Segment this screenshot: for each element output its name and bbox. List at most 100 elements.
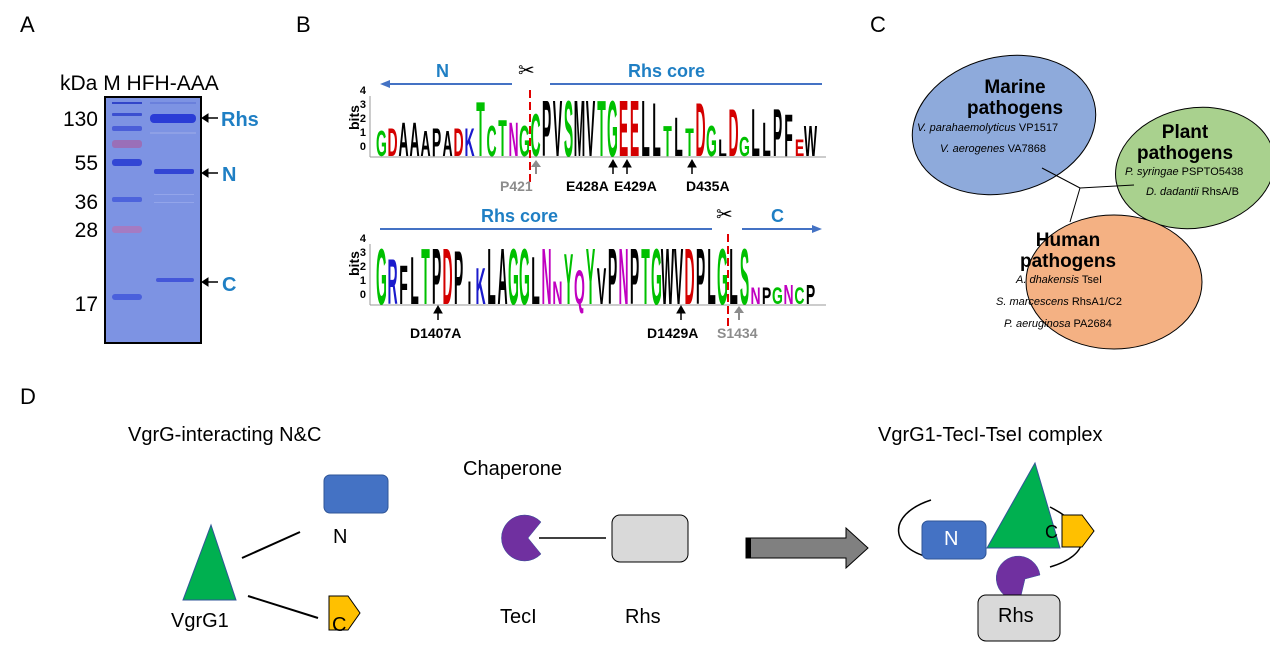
mutation-label: E429A [614,178,657,194]
mw-label: 36 [74,191,98,214]
logo-residue: G [706,116,717,166]
logo-residue: K [464,121,474,165]
logo-residue: T [498,111,507,168]
logo-residue: M [574,85,586,174]
logo-residue: P [696,233,705,322]
sample-lane-label: HFH-AAA [126,72,219,95]
marine-ellipse [911,54,1097,196]
logo-residue: P [773,96,782,171]
group-member: D. dadantii RhsA/B [1146,186,1239,198]
logo-residue: G [376,233,387,322]
mutation-label: D1407A [410,325,462,341]
marker-band [112,113,142,116]
panel-letter-b: B [296,12,311,37]
scissors-icon: ✂ [518,60,535,82]
mutation-label: P421 [500,178,533,194]
region-label-rhs-core: Rhs core [481,206,559,226]
n-band [154,169,194,174]
c-label: C [332,614,347,636]
logo-residue: L [531,244,540,319]
region-label-c: C [771,206,784,226]
logo-residue: L [652,88,661,173]
tree-branches [1041,167,1135,223]
c-band [156,278,194,282]
tick: 4 [359,233,366,245]
logo-residue: A [497,233,507,322]
tick: 0 [359,289,366,301]
pathogen-diagram [911,54,1270,350]
logo-residue: P [542,85,551,174]
logo-residue: V [597,259,607,316]
marker-band [112,159,142,166]
group-member: A. dhakensis TseI [1016,274,1103,286]
group-member: P. aeruginosa PA2684 [1004,318,1112,330]
logo-residue: D [695,88,705,173]
mw-label: 55 [74,152,98,175]
logo-residue: A [442,123,452,164]
logo-residue: L [487,233,496,322]
panel-letter-c: C [870,12,886,37]
mw-label: 130 [62,108,98,131]
complex-c-icon [1061,514,1095,548]
logo-residue: V [553,85,562,174]
chaperone-title: Chaperone [463,458,562,480]
mw-label: 17 [74,293,98,316]
region-label-rhs-core: Rhs core [628,61,706,81]
logo-residue: G [651,233,662,322]
complex-n-label: N [944,528,959,550]
logo-residue: W [661,233,674,322]
mutation-arrows-top [531,158,697,174]
logo-residue: L [641,85,650,174]
logo-residue: E [630,85,639,174]
logo-residue: R [387,246,397,318]
complex-n-icon [921,520,987,560]
logo-residue: L [762,114,771,167]
logo-residue: Y [564,239,573,320]
complex-vgrg1-icon [986,461,1061,549]
logo-residue: T [597,85,606,174]
cleavage-line-top [529,90,531,182]
group-member: V. aerogenes VA7868 [940,143,1047,155]
region-label-n: N [436,61,449,81]
logo-residue: A [420,123,430,164]
logo-residue: T [476,85,485,173]
mutation-label: D435A [686,178,730,194]
group-member: P. syringae PSPTO5438 [1125,166,1244,178]
arrow-right-icon [745,526,869,570]
logo-residue: G [772,283,783,310]
logo-residue: G [607,85,618,174]
logo-residue: P [454,236,463,321]
vgrg1-triangle-icon [182,523,237,601]
logo-residue: T [641,233,650,322]
logo-residue: D [387,121,397,165]
logo-residue: N [508,114,518,167]
rhs-label: Rhs [625,606,661,628]
mutation-label: S1434 [717,325,758,341]
marker-lane-label: M [103,72,121,95]
tecl-label: TecI [500,606,537,628]
logo-residue: D [684,233,694,322]
mw-label: 28 [74,219,98,242]
c-domain-icon [328,595,361,631]
tick: 4 [359,85,366,97]
group-member: V. parahaemolyticus VP1517 [917,122,1059,134]
logo-residue: N [552,277,562,312]
band-label-rhs: Rhs [221,109,259,131]
logo-residue: D [442,233,452,322]
kda-label: kDa [60,72,98,95]
logo-residue: L [729,233,738,322]
marker-band [112,294,142,300]
logo-residue: G [508,233,519,322]
logo-residue: N [750,283,760,310]
logo-residue: E [795,135,804,162]
logo-residue: W [804,116,817,166]
complex-rhs-icon [977,594,1061,642]
gel-header: kDa M HFH-AAA [60,72,219,96]
vgrg-interacting-title: VgrG-interacting N&C [128,424,322,446]
logo-residue: F [399,253,408,316]
tecl-pacman-icon [501,514,542,562]
logo-residue: G [519,116,530,166]
logo-residue: F [784,104,793,170]
